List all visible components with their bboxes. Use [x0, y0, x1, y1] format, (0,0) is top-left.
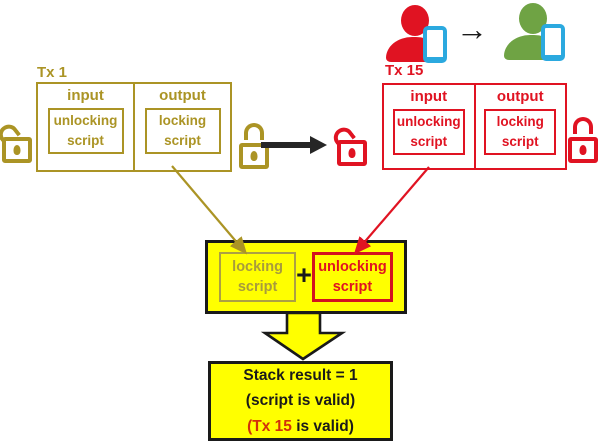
stack-result-line3-tx: (Tx 15	[247, 417, 292, 435]
tx1-title: Tx 1	[37, 64, 68, 81]
padlock-shackle	[244, 123, 264, 140]
tx15-output-header: output	[496, 88, 544, 105]
padlock-closed-red-icon	[566, 116, 600, 163]
phone-icon	[541, 24, 565, 61]
keyhole-icon	[579, 145, 587, 155]
tx1-input-column: input unlocking script	[38, 84, 135, 170]
tx15-title: Tx 15	[385, 62, 424, 79]
tx1-locking-script-box: locking script	[144, 108, 221, 154]
script-validation-box: locking script + unlocking script	[205, 240, 407, 314]
tx1-input-header: input	[67, 87, 104, 104]
tx15-input-header: input	[410, 88, 448, 105]
padlock-closed-olive-icon	[237, 122, 271, 169]
tx1-output-header: output	[159, 87, 206, 104]
sender-person-icon	[386, 4, 448, 64]
tx1-unlocking-script-box: unlocking script	[47, 108, 124, 154]
tx15-input-column: input unlocking script	[384, 85, 476, 168]
stack-result-line3-rest: is valid)	[291, 417, 354, 435]
plus-sign: +	[296, 259, 312, 290]
stack-result-line2: (script is valid)	[245, 392, 356, 410]
tx15-output-column: output locking script	[476, 85, 566, 168]
transfer-arrow-icon: →	[456, 11, 488, 47]
keyhole-icon	[13, 145, 21, 155]
phone-icon	[423, 26, 447, 63]
keyhole-icon	[250, 151, 258, 161]
validation-unlocking-script-box: unlocking script	[311, 252, 393, 302]
stack-result-box: Stack result = 1 (script is valid) (Tx 1…	[208, 361, 393, 441]
tx15-locking-script-box: locking script	[484, 109, 557, 155]
tx15-box: input unlocking script output locking sc…	[382, 83, 567, 170]
validation-to-result-block-arrow	[260, 311, 347, 361]
keyhole-icon	[348, 148, 356, 158]
receiver-person-icon	[504, 2, 566, 62]
tx1-box: input unlocking script output locking sc…	[36, 82, 232, 172]
padlock-open-red-icon	[329, 119, 369, 166]
stack-result-line1: Stack result = 1	[243, 367, 358, 385]
validation-locking-script-box: locking script	[219, 252, 297, 302]
stack-result-line3: (Tx 15 is valid)	[247, 414, 354, 439]
padlock-open-olive-icon	[0, 116, 34, 163]
tx1-output-column: output locking script	[135, 84, 230, 170]
padlock-shackle	[573, 117, 593, 134]
tx15-unlocking-script-box: unlocking script	[392, 109, 465, 155]
